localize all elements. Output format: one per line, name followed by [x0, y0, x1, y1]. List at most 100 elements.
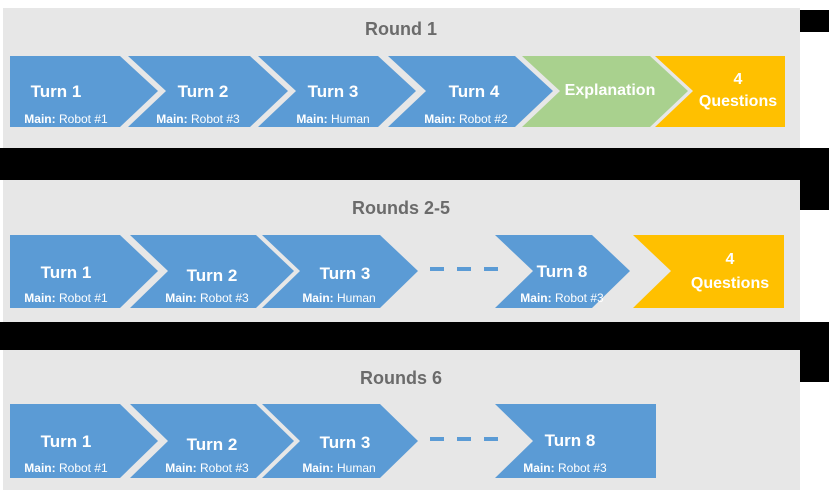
- main-value: Robot #3: [558, 461, 607, 475]
- connector-2-horizontal: [0, 322, 829, 350]
- chevron-shape: [495, 404, 656, 478]
- step-label-questions: Questions: [691, 275, 769, 292]
- step-turn-1: Turn 1 Main: Robot #1: [10, 235, 158, 308]
- step-turn-1: Turn 1 Main: Robot #1: [10, 404, 158, 478]
- step-main: Main: Robot #1: [24, 112, 108, 126]
- step-main: Main: Robot #3: [523, 461, 607, 475]
- chevron-shape: [130, 235, 294, 308]
- step-label: Turn 8: [537, 262, 588, 281]
- main-value: Robot #1: [59, 291, 108, 305]
- ellipsis-dash: [457, 267, 471, 271]
- step-turn-2: Turn 2 Main: Robot #3: [130, 404, 294, 478]
- step-label: Turn 1: [41, 263, 92, 282]
- main-value: Robot #1: [59, 461, 108, 475]
- chevron-shape: [130, 404, 294, 478]
- step-label: Turn 1: [41, 432, 92, 451]
- step-turn-3: Turn 3 Main: Human: [262, 404, 418, 478]
- ellipsis-dashes: [430, 437, 498, 441]
- main-label: Main:: [424, 112, 455, 126]
- step-label: Turn 2: [178, 82, 229, 101]
- main-label: Main:: [24, 461, 55, 475]
- step-main: Main: Robot #3: [165, 291, 249, 305]
- main-label: Main:: [302, 461, 333, 475]
- main-value: Robot #3: [200, 291, 249, 305]
- step-explanation: Explanation: [522, 56, 688, 127]
- main-label: Main:: [156, 112, 187, 126]
- main-value: Robot #3: [191, 112, 240, 126]
- main-value: Human: [337, 461, 376, 475]
- ellipsis-dashes: [430, 267, 498, 271]
- step-main: Main: Robot #1: [24, 291, 108, 305]
- round-connectors: [0, 10, 829, 382]
- step-main: Main: Robot #3: [520, 291, 604, 305]
- step-turn-4: Turn 4 Main: Robot #2: [388, 56, 553, 127]
- main-label: Main:: [296, 112, 327, 126]
- main-label: Main:: [523, 461, 554, 475]
- step-questions: 4 Questions: [633, 235, 784, 308]
- round-1-panel: Round 1 Turn 1 Main: Robot #1 Turn 2 Mai…: [3, 8, 800, 148]
- ellipsis-dash: [484, 437, 498, 441]
- step-label: Turn 1: [31, 82, 82, 101]
- ellipsis-dash: [430, 267, 444, 271]
- round-title: Round 1: [365, 19, 437, 39]
- chevron-shape: [128, 56, 288, 127]
- connector-top-stub: [800, 10, 829, 32]
- chevron-shape: [10, 56, 158, 127]
- connector-1-vertical: [800, 148, 829, 210]
- main-value: Human: [331, 112, 370, 126]
- step-label-count: 4: [734, 71, 743, 88]
- step-turn-8: Turn 8 Main: Robot #3: [495, 404, 656, 478]
- main-label: Main:: [302, 291, 333, 305]
- connector-2-vertical: [800, 322, 829, 382]
- main-label: Main:: [165, 291, 196, 305]
- main-label: Main:: [24, 112, 55, 126]
- main-value: Robot #2: [459, 112, 508, 126]
- step-label: Turn 4: [449, 82, 500, 101]
- step-main: Main: Human: [302, 291, 375, 305]
- step-main: Main: Robot #3: [165, 461, 249, 475]
- ellipsis-dash: [484, 267, 498, 271]
- connector-1-horizontal: [0, 148, 829, 180]
- step-questions: 4 Questions: [655, 56, 785, 127]
- chevron-shape: [495, 235, 630, 308]
- step-turn-3: Turn 3 Main: Human: [262, 235, 418, 308]
- step-label: Turn 3: [320, 264, 371, 283]
- chevron-shape: [388, 56, 553, 127]
- round-title: Rounds 6: [360, 368, 442, 388]
- step-label-questions: Questions: [699, 93, 777, 110]
- round-2-5-panel: Rounds 2-5 Turn 1 Main: Robot #1 Turn 2 …: [3, 180, 800, 322]
- main-value: Human: [337, 291, 376, 305]
- ellipsis-dash: [430, 437, 444, 441]
- step-label: Turn 3: [308, 82, 359, 101]
- chevron-shape: [262, 235, 418, 308]
- step-main: Main: Robot #1: [24, 461, 108, 475]
- round-title: Rounds 2-5: [352, 198, 450, 218]
- step-label: Turn 2: [187, 266, 238, 285]
- step-turn-1: Turn 1 Main: Robot #1: [10, 56, 158, 127]
- main-label: Main:: [24, 291, 55, 305]
- step-turn-2: Turn 2 Main: Robot #3: [130, 235, 294, 308]
- step-turn-2: Turn 2 Main: Robot #3: [128, 56, 288, 127]
- main-value: Robot #3: [200, 461, 249, 475]
- main-value: Robot #1: [59, 112, 108, 126]
- step-main: Main: Robot #3: [156, 112, 240, 126]
- step-label: Explanation: [565, 82, 656, 99]
- chevron-shape: [262, 404, 418, 478]
- step-label-count: 4: [726, 251, 735, 268]
- chevron-shape: [258, 56, 416, 127]
- chevron-shape: [10, 404, 158, 478]
- ellipsis-dash: [457, 437, 471, 441]
- step-turn-3: Turn 3 Main: Human: [258, 56, 416, 127]
- chevron-shape: [522, 56, 688, 127]
- step-main: Main: Robot #2: [424, 112, 508, 126]
- chevron-shape: [655, 56, 785, 127]
- step-label: Turn 3: [320, 433, 371, 452]
- round-6-panel: Rounds 6 Turn 1 Main: Robot #1 Turn 2 Ma…: [3, 350, 800, 490]
- step-main: Main: Human: [296, 112, 369, 126]
- step-label: Turn 8: [545, 431, 596, 450]
- chevron-shape: [10, 235, 158, 308]
- step-turn-8: Turn 8 Main: Robot #3: [495, 235, 630, 308]
- step-main: Main: Human: [302, 461, 375, 475]
- main-label: Main:: [520, 291, 551, 305]
